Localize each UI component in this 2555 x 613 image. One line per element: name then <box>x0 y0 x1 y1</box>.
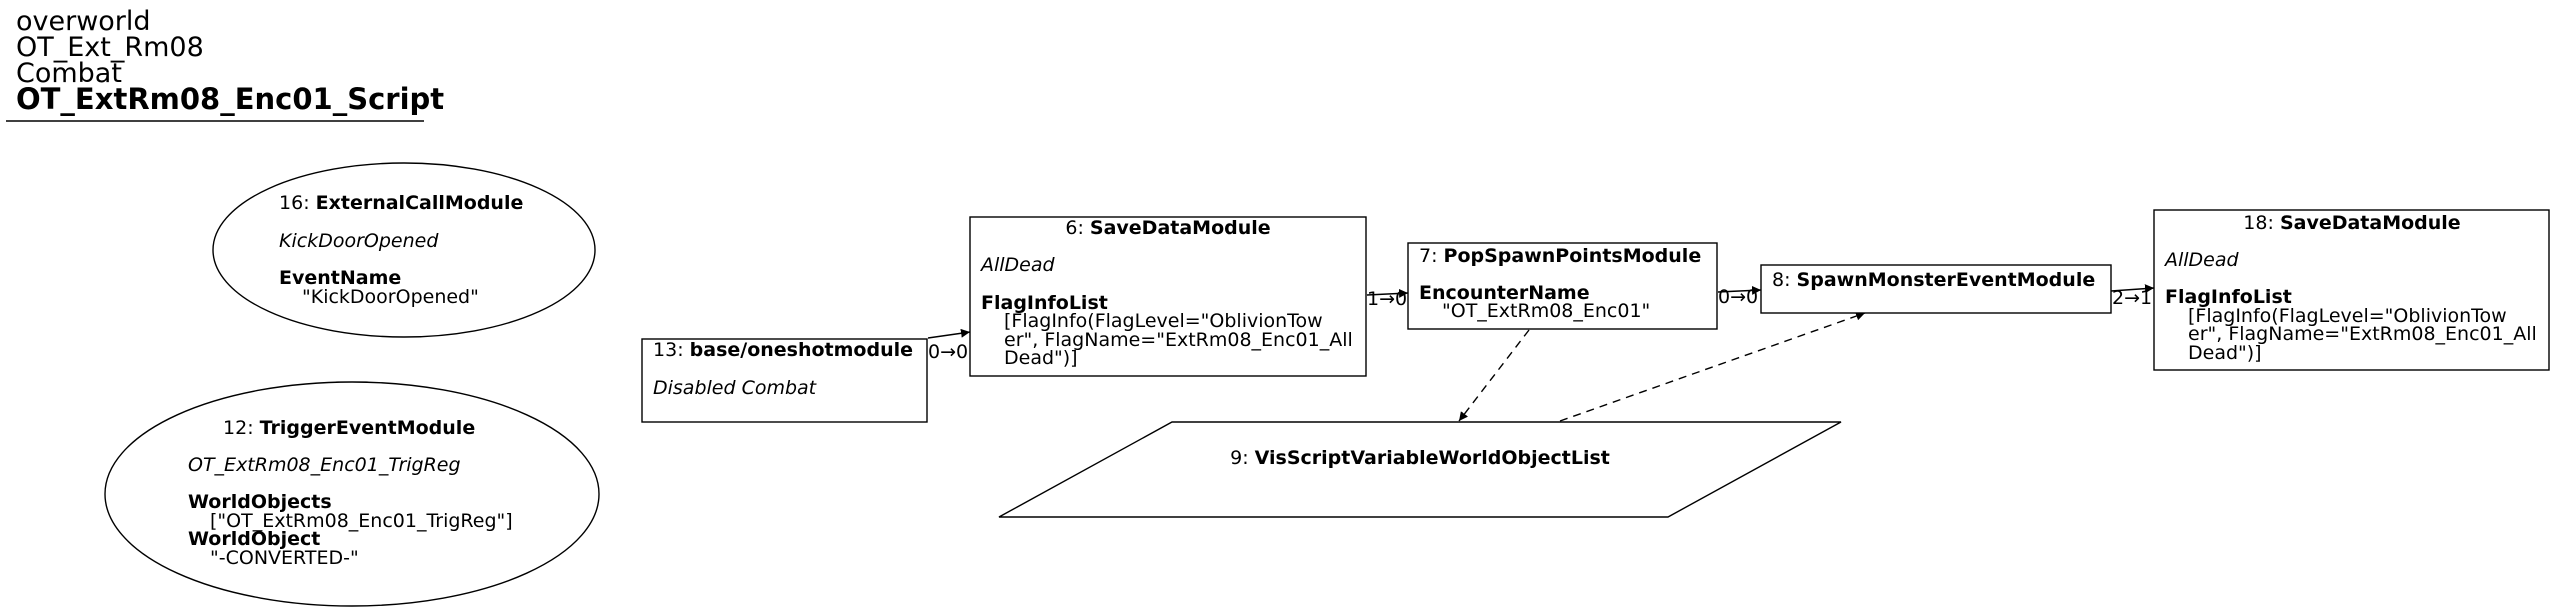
node-16-param-value: "KickDoorOpened" <box>302 286 479 308</box>
header-line-1: overworld <box>16 6 151 37</box>
node-7-type: PopSpawnPointsModule <box>1444 245 1702 267</box>
svg-text:16: ExternalCallModule: 16: ExternalCallModule <box>279 192 523 214</box>
node-6-subtitle: AllDead <box>979 254 1056 276</box>
node-13-subtitle: Disabled Combat <box>653 377 818 399</box>
node-6-id: 6 <box>1065 217 1077 239</box>
node-12-type: TriggerEventModule <box>260 417 476 439</box>
node-16-external-call-module[interactable]: 16: ExternalCallModule KickDoorOpened Ev… <box>212 162 596 338</box>
node-18-save-data-module[interactable]: 18: SaveDataModule AllDead FlagInfoList … <box>2153 209 2550 371</box>
edge-label-7-8: 0→0 <box>1718 286 1758 308</box>
node-18-subtitle: AllDead <box>2163 249 2240 271</box>
graph-header: overworld OT_Ext_Rm08 Combat OT_ExtRm08_… <box>6 6 444 122</box>
node-12-param2-value: "-CONVERTED-" <box>210 547 359 569</box>
node-9-type: VisScriptVariableWorldObjectList <box>1255 447 1610 469</box>
node-9-id: 9 <box>1230 447 1242 469</box>
node-12-trigger-event-module[interactable]: 12: TriggerEventModule OT_ExtRm08_Enc01_… <box>104 381 600 607</box>
node-6-value-line-3: Dead")] <box>1004 347 1078 369</box>
node-16-type: ExternalCallModule <box>316 192 524 214</box>
node-12-subtitle: OT_ExtRm08_Enc01_TrigReg <box>188 454 461 476</box>
node-6-value-line-1: [FlagInfo(FlagLevel="OblivionTow <box>1004 310 1323 332</box>
svg-text:9: VisScriptVariableWorldObjec: 9: VisScriptVariableWorldObjectList <box>1230 447 1610 469</box>
node-16-id: 16 <box>279 192 303 214</box>
edge-6-to-7 <box>1366 288 1409 298</box>
edge-label-6-7: 1→0 <box>1367 288 1407 310</box>
node-7-pop-spawn-points-module[interactable]: 7: PopSpawnPointsModule EncounterName "O… <box>1407 242 1718 330</box>
node-13-type: base/oneshotmodule <box>690 339 913 361</box>
edge-9-to-8 <box>1559 311 1866 422</box>
edges <box>927 284 2155 422</box>
node-6-type: SaveDataModule <box>1090 217 1271 239</box>
edge-label-13-6: 0→0 <box>928 341 968 363</box>
node-6-value-line-2: er", FlagName="ExtRm08_Enc01_All <box>1004 329 1353 351</box>
node-18-type: SaveDataModule <box>2280 212 2461 234</box>
edge-7-to-8 <box>1717 285 1762 295</box>
node-12-param1-name: WorldObjects <box>188 491 332 513</box>
svg-text:8: SpawnMonsterEventModule: 8: SpawnMonsterEventModule <box>1772 269 2095 291</box>
node-6-save-data-module[interactable]: 6: SaveDataModule AllDead FlagInfoList [… <box>969 216 1367 377</box>
node-8-id: 8 <box>1772 269 1784 291</box>
node-18-id: 18 <box>2243 212 2267 234</box>
node-18-value-line-3: Dead")] <box>2188 342 2262 364</box>
node-18-value-line-1: [FlagInfo(FlagLevel="OblivionTow <box>2188 305 2507 327</box>
node-12-param1-value: ["OT_ExtRm08_Enc01_TrigReg"] <box>210 510 513 532</box>
header-line-3: Combat <box>16 58 122 89</box>
edge-13-to-6 <box>927 328 971 339</box>
header-line-2: OT_Ext_Rm08 <box>16 32 204 63</box>
node-7-id: 7 <box>1419 245 1431 267</box>
node-6-param-name: FlagInfoList <box>981 292 1108 314</box>
node-8-spawn-monster-event-module[interactable]: 8: SpawnMonsterEventModule <box>1760 264 2112 314</box>
edge-8-to-18 <box>2110 284 2155 294</box>
node-8-type: SpawnMonsterEventModule <box>1797 269 2096 291</box>
script-name-title: OT_ExtRm08_Enc01_Script <box>16 82 444 116</box>
node-16-subtitle: KickDoorOpened <box>279 230 439 252</box>
svg-text:13: base/oneshotmodule: 13: base/oneshotmodule <box>653 339 913 361</box>
node-13-oneshot-module[interactable]: 13: base/oneshotmodule Disabled Combat <box>641 338 928 423</box>
svg-text:7: PopSpawnPointsModule: 7: PopSpawnPointsModule <box>1419 245 1701 267</box>
edge-label-8-18: 2→1 <box>2112 287 2152 309</box>
node-9-world-object-list-variable[interactable]: 9: VisScriptVariableWorldObjectList <box>998 421 1842 518</box>
node-12-id: 12 <box>223 417 247 439</box>
node-18-value-line-2: er", FlagName="ExtRm08_Enc01_All <box>2188 323 2537 345</box>
node-12-param2-name: WorldObject <box>188 528 320 550</box>
svg-text:18: SaveDataModule: 18: SaveDataModule <box>2243 212 2460 234</box>
svg-text:12: TriggerEventModule: 12: TriggerEventModule <box>223 417 475 439</box>
node-18-param-name: FlagInfoList <box>2165 286 2292 308</box>
node-7-param-value: "OT_ExtRm08_Enc01" <box>1442 300 1650 322</box>
svg-text:6: SaveDataModule: 6: SaveDataModule <box>1065 217 1270 239</box>
node-13-id: 13 <box>653 339 677 361</box>
node-16-param-name: EventName <box>279 267 401 289</box>
node-7-param-name: EncounterName <box>1419 282 1590 304</box>
edge-7-to-9 <box>1458 329 1530 422</box>
